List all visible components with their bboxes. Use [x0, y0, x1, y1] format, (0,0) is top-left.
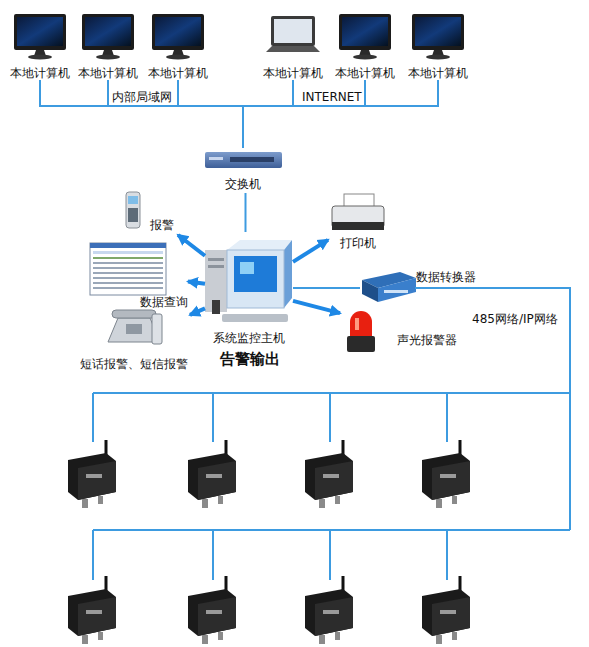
line-connector: [178, 80, 243, 148]
bus-line: [93, 529, 570, 531]
strobe-alarm-node: 声光报警器: [340, 305, 470, 355]
wireless-device: [422, 440, 470, 508]
line-connector: [243, 80, 293, 148]
node-label: 短话报警、短信报警: [78, 357, 190, 371]
network-label: 内部局域网: [112, 90, 172, 105]
monitor-icon: [82, 14, 134, 60]
data-query-screenshot: [90, 243, 166, 295]
switch-node: 交换机: [200, 148, 286, 193]
printer-node: 打印机: [328, 190, 388, 252]
converter-icon: [362, 272, 416, 302]
drop-lines: [93, 393, 447, 442]
node-label: 系统监控主机: [205, 331, 293, 345]
line-connector: [243, 80, 365, 148]
computer-node: 本地计算机: [406, 10, 470, 80]
monitor-icon: [339, 14, 391, 60]
arrow-connector: [293, 301, 340, 313]
line-connector: [245, 193, 247, 232]
alarm-phone-icon: [126, 192, 140, 228]
telephone-icon: [108, 310, 162, 344]
node-label: 本地计算机: [10, 66, 70, 80]
computer-node: 本地计算机: [76, 10, 140, 80]
laptop-icon: [266, 16, 320, 52]
arrow-connector: [293, 240, 328, 262]
network-wires: [93, 288, 570, 580]
section-label: 告警输出: [220, 350, 280, 368]
wireless-device: [68, 440, 116, 508]
converter-line: [415, 288, 570, 530]
switch-icon: [205, 152, 282, 168]
monitor-icon: [14, 14, 66, 60]
node-label: 本地计算机: [335, 66, 395, 80]
wireless-device: [422, 576, 470, 644]
line-connector: [243, 80, 438, 148]
network-label: 485网络/IP网络: [472, 312, 558, 327]
arrow-connector: [190, 308, 205, 314]
node-label: 交换机: [200, 177, 286, 191]
wireless-device: [305, 440, 353, 508]
phone-alarm-node: 短话报警、短信报警: [78, 305, 190, 373]
line-connector: [293, 287, 360, 289]
computer-node: 本地计算机: [8, 10, 72, 80]
data-query-node: 数据查询: [88, 240, 188, 310]
node-label: 本地计算机: [148, 66, 208, 80]
computer-node: 本地计算机: [261, 10, 325, 80]
network-label: INTERNET: [302, 90, 362, 105]
node-label: 声光报警器: [383, 333, 470, 347]
printer-icon: [332, 194, 384, 230]
strobe-alarm-icon: [347, 311, 375, 352]
wireless-device: [68, 576, 116, 644]
arrow-connector: [188, 282, 205, 284]
monitor-icon: [412, 14, 464, 60]
node-label: 数据转换器: [415, 270, 476, 284]
host-node: 系统监控主机: [205, 232, 293, 347]
node-label: 报警: [148, 218, 176, 232]
wireless-device: [305, 576, 353, 644]
node-label: 本地计算机: [408, 66, 468, 80]
alarm-node: 报警: [118, 188, 178, 236]
converter-node: 数据转换器: [360, 270, 476, 306]
node-label: 打印机: [336, 236, 380, 250]
computer-node: 本地计算机: [333, 10, 397, 80]
monitor-icon: [152, 14, 204, 60]
node-label: 本地计算机: [78, 66, 138, 80]
computer-node: 本地计算机: [146, 10, 210, 80]
node-label: 数据查询: [140, 295, 188, 309]
arrow-connector: [178, 235, 205, 256]
line-connector: [108, 80, 243, 148]
line-connector: [40, 80, 243, 148]
bus-line: [93, 392, 570, 394]
drop-lines: [93, 530, 447, 580]
host-icon: [205, 240, 292, 322]
wireless-device: [188, 440, 236, 508]
wireless-device: [188, 576, 236, 644]
node-label: 本地计算机: [263, 66, 323, 80]
computer-icons: [14, 14, 464, 60]
field-devices: [68, 440, 470, 644]
